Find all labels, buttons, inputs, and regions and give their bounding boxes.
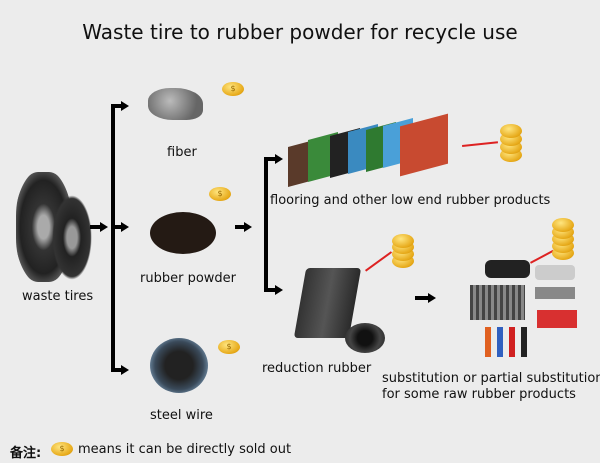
arrow-head — [121, 101, 129, 111]
arrow-line — [415, 296, 429, 300]
arrow-head — [244, 222, 252, 232]
bracket-arm — [264, 288, 276, 292]
rubber-products-image — [465, 255, 585, 360]
bracket-line — [264, 157, 268, 292]
substitution-label-line2: for some raw rubber products — [382, 387, 576, 402]
arrow-head — [275, 285, 283, 295]
bracket-arm — [264, 157, 276, 161]
coin-stack-icon — [392, 234, 416, 268]
waste-tires-label: waste tires — [22, 289, 94, 304]
bracket-arm — [111, 225, 123, 229]
small-tire-image — [52, 195, 92, 280]
connector-line — [365, 251, 392, 272]
fiber-image — [148, 88, 203, 120]
bracket-arm — [111, 368, 123, 372]
flooring-label: flooring and other low end rubber produc… — [270, 193, 551, 208]
fiber-label: fiber — [167, 145, 197, 160]
arrow-line — [90, 225, 102, 229]
coin-stack-icon — [552, 218, 576, 260]
rubber-powder-image — [150, 212, 216, 254]
connector-line — [462, 141, 498, 147]
diagram-title: Waste tire to rubber powder for recycle … — [82, 20, 518, 44]
bracket-arm — [111, 104, 123, 108]
steel-wire-image — [150, 338, 208, 393]
coin-icon: $ — [209, 187, 231, 201]
rubber-roll-image — [345, 323, 385, 353]
arrow-head — [100, 222, 108, 232]
arrow-head — [121, 365, 129, 375]
arrow-head — [428, 293, 436, 303]
coin-icon: $ — [222, 82, 244, 96]
rubber-powder-label: rubber powder — [140, 271, 236, 286]
steel-wire-label: steel wire — [150, 408, 213, 423]
bracket-line — [111, 104, 115, 372]
arrow-line — [235, 225, 245, 229]
arrow-head — [121, 222, 129, 232]
reduction-rubber-label: reduction rubber — [262, 361, 372, 376]
legend-prefix: 备注: — [10, 446, 42, 461]
coin-stack-icon — [500, 124, 524, 162]
arrow-head — [275, 154, 283, 164]
legend-text: means it can be directly sold out — [78, 442, 292, 457]
coin-icon: $ — [218, 340, 240, 354]
coin-icon: $ — [51, 442, 73, 456]
flooring-tiles-image — [288, 113, 458, 188]
substitution-label-line1: substitution or partial substitution — [382, 371, 600, 386]
